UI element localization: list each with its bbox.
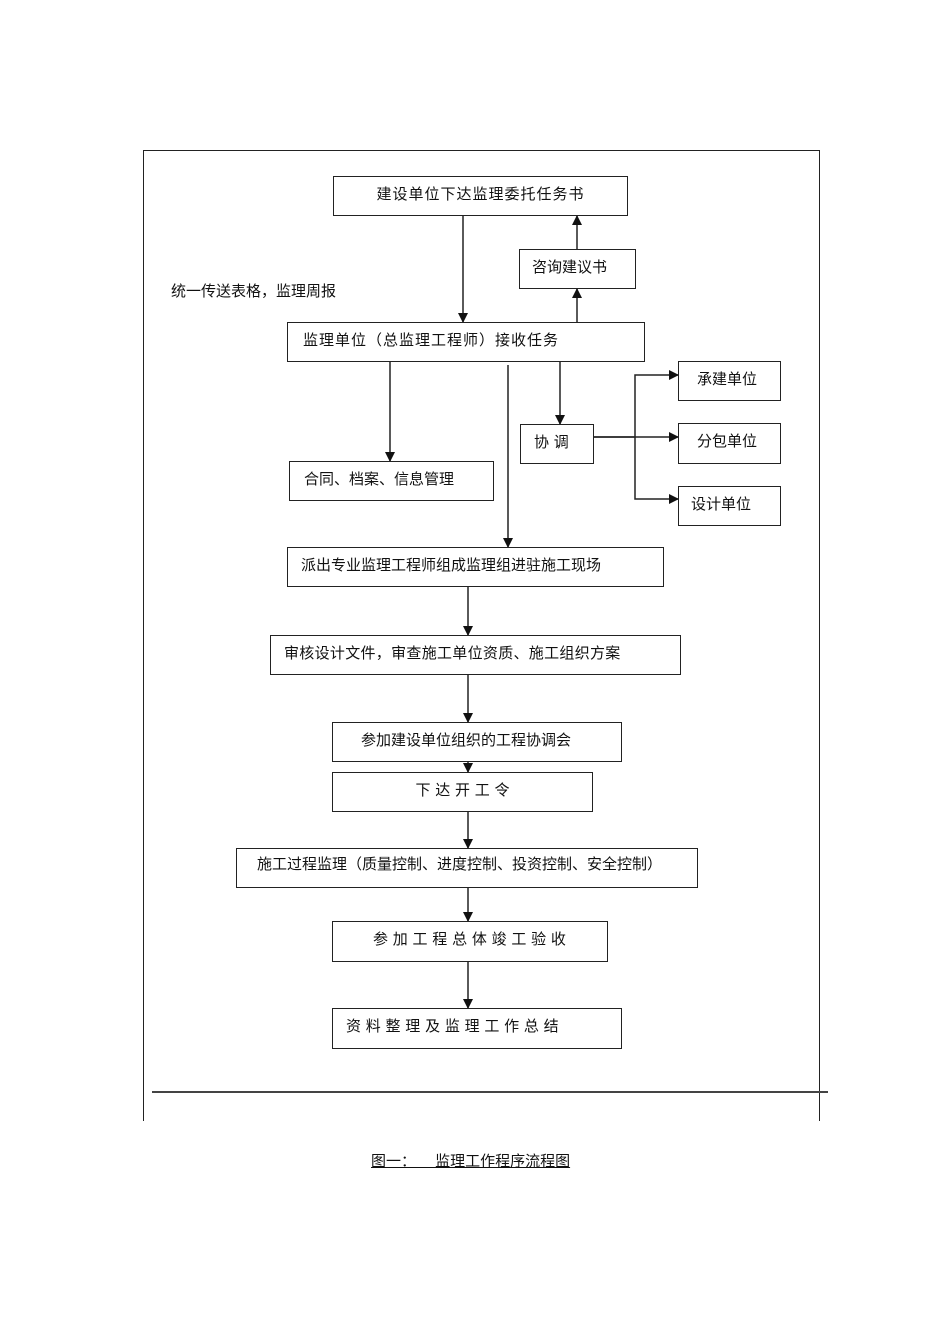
node-label: 施工过程监理（质量控制、进度控制、投资控制、安全控制） <box>257 855 663 873</box>
node-label: 参 加 工 程 总 体 竣 工 验 收 <box>373 930 566 948</box>
node-coordinate: 协 调 <box>520 424 594 464</box>
node-label: 合同、档案、信息管理 <box>304 470 455 488</box>
node-consult-advice: 咨询建议书 <box>519 249 636 289</box>
node-review-design: 审核设计文件，审查施工单位资质、施工组织方案 <box>270 635 681 675</box>
node-label: 审核设计文件，审查施工单位资质、施工组织方案 <box>284 644 621 662</box>
node-start-order: 下 达 开 工 令 <box>332 772 593 812</box>
node-construction-supervision: 施工过程监理（质量控制、进度控制、投资控制、安全控制） <box>236 848 698 888</box>
node-label: 资 料 整 理 及 监 理 工 作 总 结 <box>346 1017 559 1035</box>
edge-n5-to-n8 <box>634 437 679 504</box>
node-summary: 资 料 整 理 及 监 理 工 作 总 结 <box>332 1008 622 1049</box>
node-receive-task: 监理单位（总监理工程师）接收任务 <box>287 322 645 362</box>
node-dispatch-team: 派出专业监理工程师组成监理组进驻施工现场 <box>287 547 664 587</box>
node-label: 分包单位 <box>697 432 758 450</box>
node-label: 下 达 开 工 令 <box>415 781 510 799</box>
node-label: 监理单位（总监理工程师）接收任务 <box>303 331 560 349</box>
node-label: 咨询建议书 <box>532 258 608 276</box>
node-info-management: 合同、档案、信息管理 <box>289 461 494 501</box>
node-final-acceptance: 参 加 工 程 总 体 竣 工 验 收 <box>332 921 608 962</box>
node-coordination-meeting: 参加建设单位组织的工程协调会 <box>332 722 622 762</box>
figure-caption: 图一： 监理工作程序流程图 <box>371 1152 571 1170</box>
page-frame <box>143 150 820 1121</box>
node-label: 派出专业监理工程师组成监理组进驻施工现场 <box>301 556 602 574</box>
node-label: 参加建设单位组织的工程协调会 <box>361 731 572 749</box>
node-entrust-task: 建设单位下达监理委托任务书 <box>333 176 628 216</box>
node-subcontractor: 分包单位 <box>678 423 781 464</box>
node-design-unit: 设计单位 <box>678 486 781 526</box>
node-label: 设计单位 <box>691 495 752 513</box>
bottom-divider <box>152 1091 828 1093</box>
side-note: 统一传送表格，监理周报 <box>171 282 337 300</box>
node-label: 承建单位 <box>697 370 758 388</box>
node-label: 建设单位下达监理委托任务书 <box>376 185 585 203</box>
node-contractor: 承建单位 <box>678 361 781 401</box>
node-label: 协 调 <box>534 433 569 451</box>
edge-n5-to-n4 <box>594 370 679 438</box>
